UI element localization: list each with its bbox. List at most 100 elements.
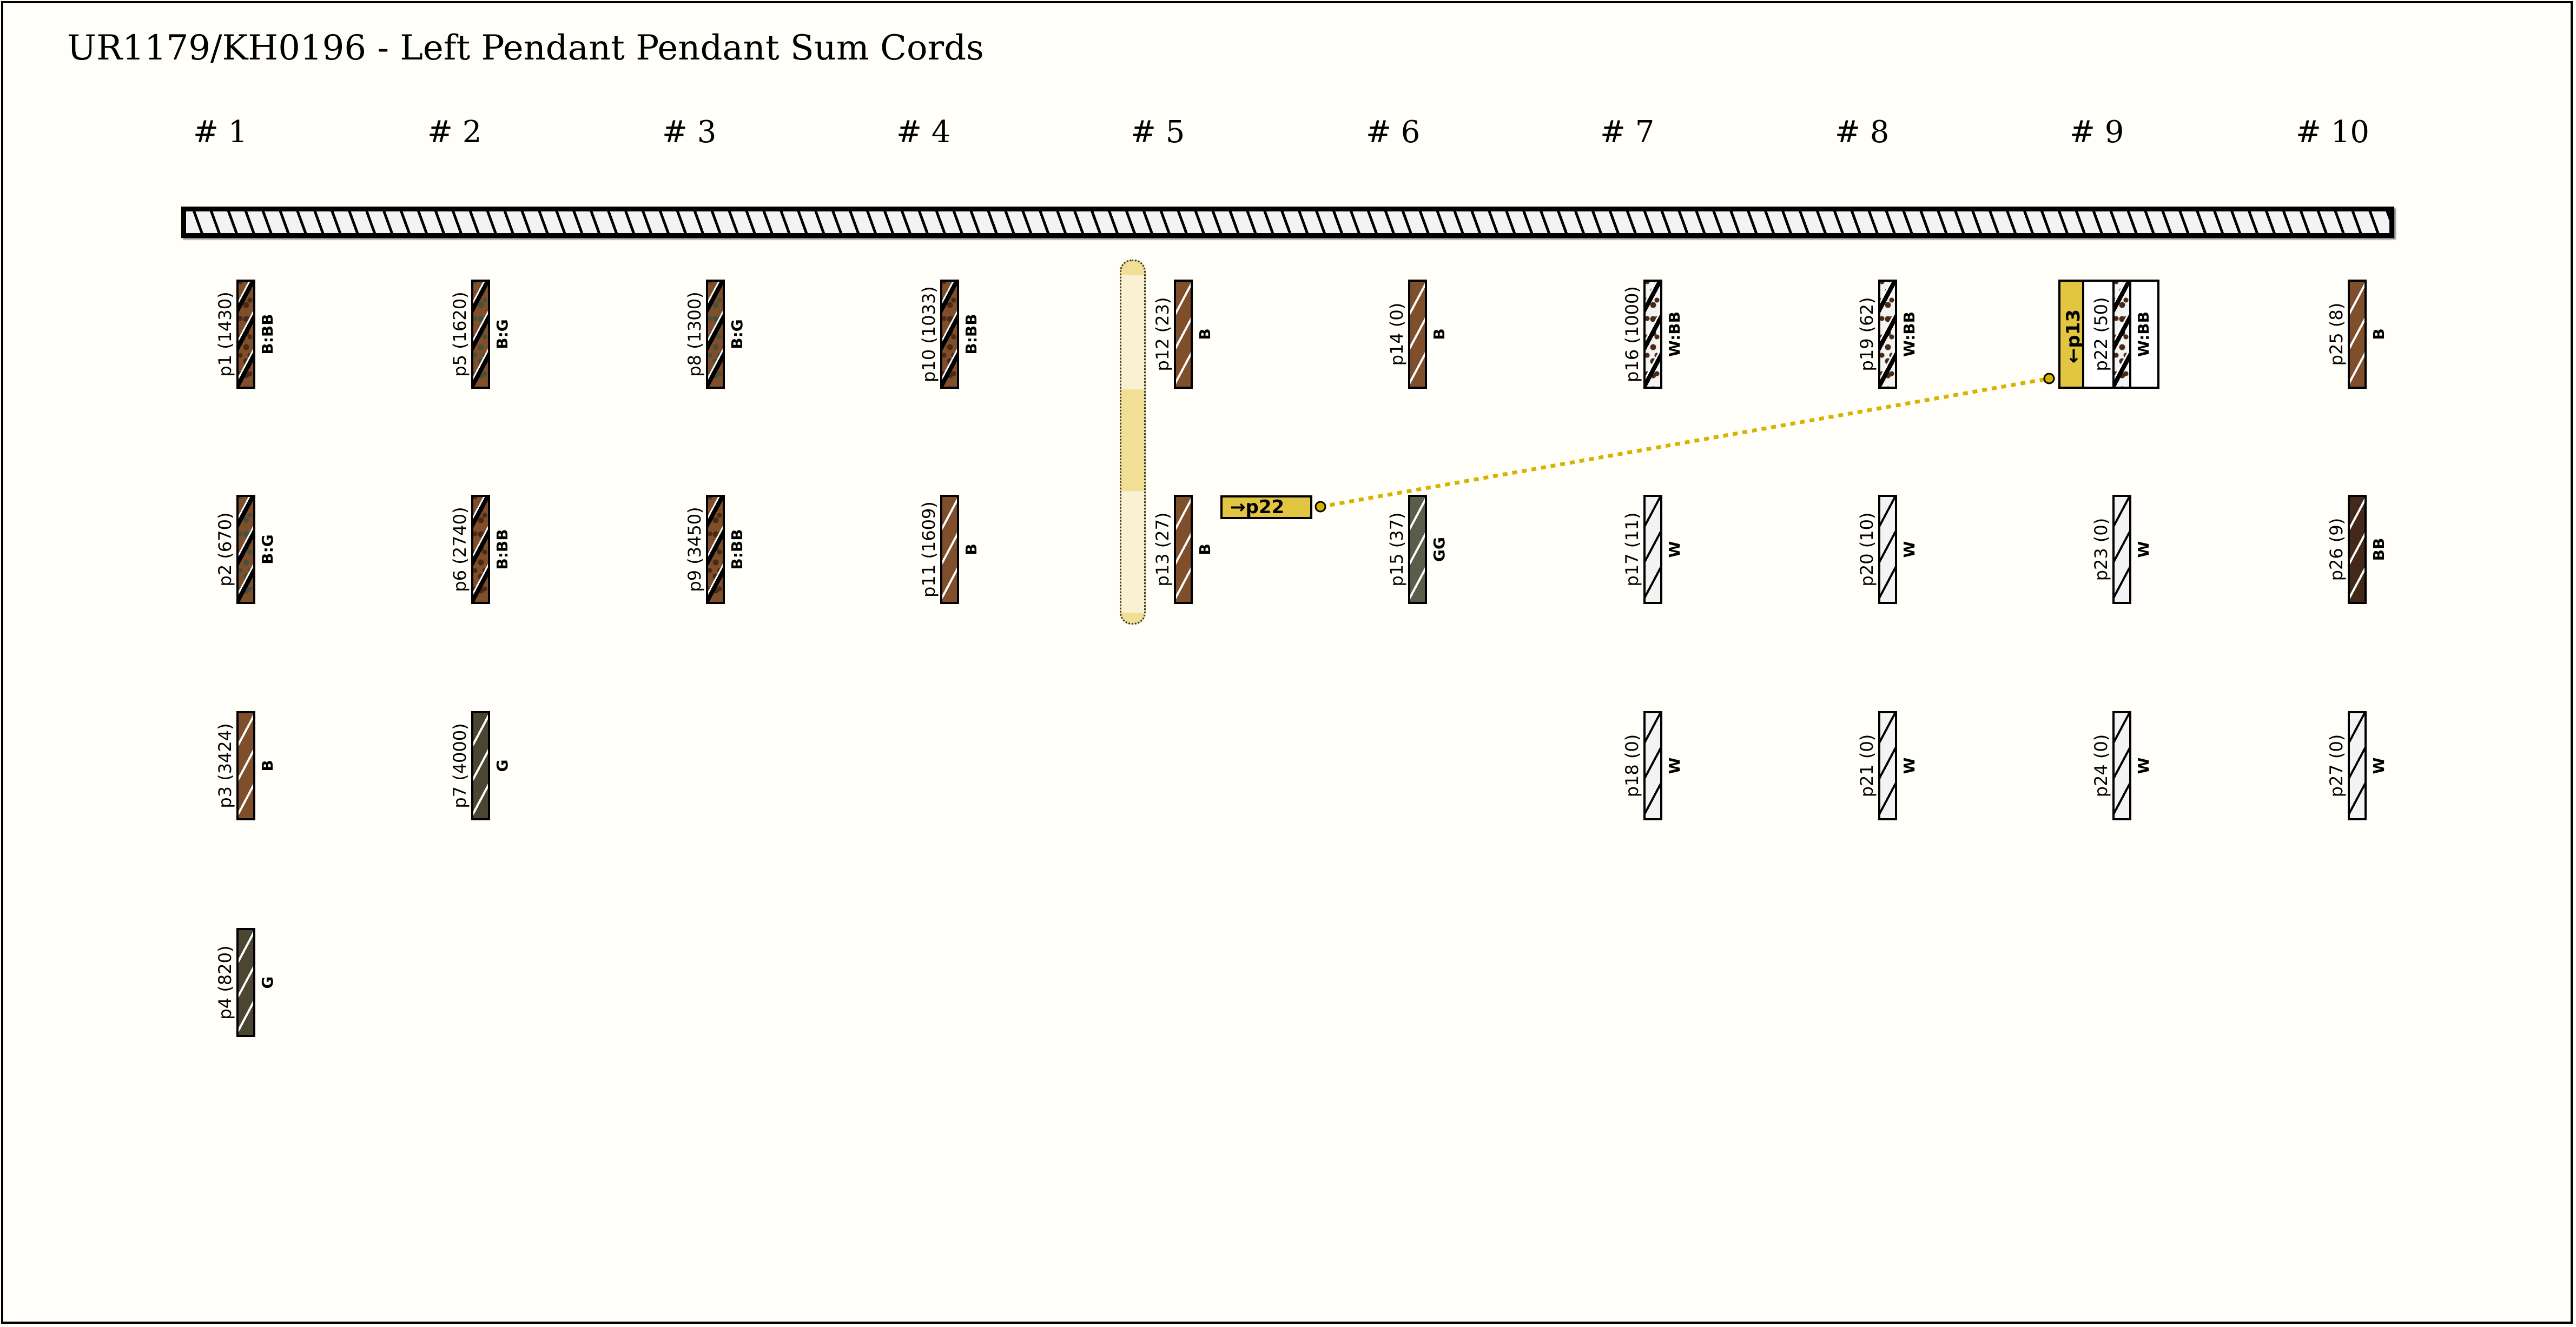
pendant-cord-p10[interactable] [940,280,959,389]
pendant-cord-p12[interactable] [1174,280,1193,389]
cord-colors-p20: W [1900,541,1918,558]
cord-twist-pattern [2115,282,2129,387]
cord-colors-p9: B:BB [728,529,746,570]
pendant-cord-p7[interactable] [471,711,490,820]
cord-label-p8: p8 (1300) [684,291,705,377]
cord-colors-p3: B [259,760,276,772]
pendant-cord-p16[interactable] [1643,280,1662,389]
cord-colors-p8: B:G [728,319,746,349]
pendant-cord-p8[interactable] [706,280,725,389]
pendant-cord-p5[interactable] [471,280,490,389]
cord-twist-pattern [2350,497,2364,602]
pendant-cord-p4[interactable] [236,928,255,1037]
cord-label-p27: p27 (0) [2326,734,2347,798]
cord-colors-p22: W:BB [2135,311,2152,357]
link-to-p22-button[interactable]: →p22 [1220,495,1312,519]
cord-label-p12: p12 (23) [1152,297,1173,371]
cord-colors-p2: B:G [259,534,276,565]
cord-colors-p4: G [259,976,276,989]
cord-label-p22: p22 (50) [2091,297,2111,371]
pendant-cord-p20[interactable] [1878,495,1897,604]
cord-twist-pattern [1646,497,1660,602]
pendant-cord-p14[interactable] [1408,280,1427,389]
cord-colors-p14: B [1430,328,1448,340]
cord-colors-p25: B [2370,328,2388,340]
cord-label-p24: p24 (0) [2091,734,2111,798]
cord-label-p6: p6 (2740) [450,507,470,592]
pendant-cord-p21[interactable] [1878,711,1897,820]
cord-twist-pattern [1880,497,1895,602]
pendant-cord-p11[interactable] [940,495,959,604]
cord-colors-p21: W [1900,757,1918,774]
cord-colors-p27: W [2370,757,2388,774]
cord-label-p5: p5 (1620) [450,291,470,377]
cord-twist-pattern [2350,713,2364,818]
cord-twist-pattern [2350,282,2364,387]
pendant-cord-p15[interactable] [1408,495,1427,604]
sum-group-member-p12-segment [1121,275,1144,389]
pendant-cord-p26[interactable] [2348,495,2367,604]
cord-twist-pattern [708,282,723,387]
link-from-p13-button[interactable]: ←p13 [2058,280,2084,389]
cord-label-p2: p2 (670) [215,512,235,587]
cord-label-p17: p17 (11) [1622,512,1642,587]
cord-twist-pattern [2115,497,2129,602]
pendant-cord-p27[interactable] [2348,711,2367,820]
cord-twist-pattern [239,497,253,602]
cord-label-p14: p14 (0) [1386,302,1407,366]
pendant-cord-p17[interactable] [1643,495,1662,604]
cord-twist-pattern [239,713,253,818]
pendant-cord-p24[interactable] [2112,711,2131,820]
pendant-cord-p9[interactable] [706,495,725,604]
cord-twist-pattern [1410,497,1425,602]
cord-twist-pattern [1880,282,1895,387]
pendant-cord-p18[interactable] [1643,711,1662,820]
cord-colors-p19: W:BB [1900,311,1918,357]
group-header-4: # 4 [896,115,951,150]
cord-colors-p23: W [2135,541,2152,558]
group-header-2: # 2 [427,115,482,150]
cord-colors-p5: B:G [493,319,511,349]
page-title: UR1179/KH0196 - Left Pendant Pendant Sum… [67,28,984,68]
cord-colors-p7: G [493,759,511,772]
cord-colors-p16: W:BB [1666,311,1683,357]
group-header-6: # 6 [1366,115,1421,150]
group-header-10: # 10 [2296,115,2369,150]
cord-label-p23: p23 (0) [2091,517,2111,581]
sum-group-highlight[interactable] [1120,260,1146,625]
link-from-p13-label: ←p13 [2063,309,2084,364]
pendant-cord-p22[interactable] [2112,280,2131,389]
pendant-cord-p2[interactable] [236,495,255,604]
sum-group-member-p13-segment [1121,491,1144,613]
cord-label-p7: p7 (4000) [450,723,470,808]
cord-twist-pattern [708,497,723,602]
pendant-cord-p19[interactable] [1878,280,1897,389]
cord-label-p3: p3 (3424) [215,723,235,808]
cord-label-p21: p21 (0) [1857,734,1877,798]
pendant-cord-p6[interactable] [471,495,490,604]
cord-colors-p24: W [2135,757,2152,774]
cord-twist-pattern [1646,713,1660,818]
cord-label-p18: p18 (0) [1622,734,1642,798]
cord-twist-pattern [1176,497,1191,602]
pendant-cord-p3[interactable] [236,711,255,820]
group-header-9: # 9 [2070,115,2124,150]
cord-colors-p26: BB [2370,538,2388,561]
cord-twist-pattern [1410,282,1425,387]
group-header-8: # 8 [1835,115,1890,150]
cord-colors-p6: B:BB [493,529,511,570]
cord-colors-p10: B:BB [962,314,980,355]
cord-twist-pattern [942,497,957,602]
cord-colors-p1: B:BB [259,314,276,355]
cord-twist-pattern [942,282,957,387]
primary-cord [181,207,2394,238]
cord-twist-pattern [239,930,253,1035]
cord-twist-pattern [473,713,488,818]
pendant-cord-p13[interactable] [1174,495,1193,604]
pendant-cord-p1[interactable] [236,280,255,389]
cord-twist-pattern [239,282,253,387]
pendant-cord-p23[interactable] [2112,495,2131,604]
pendant-cord-p25[interactable] [2348,280,2367,389]
cord-colors-p17: W [1666,541,1683,558]
cord-twist-pattern [1646,282,1660,387]
